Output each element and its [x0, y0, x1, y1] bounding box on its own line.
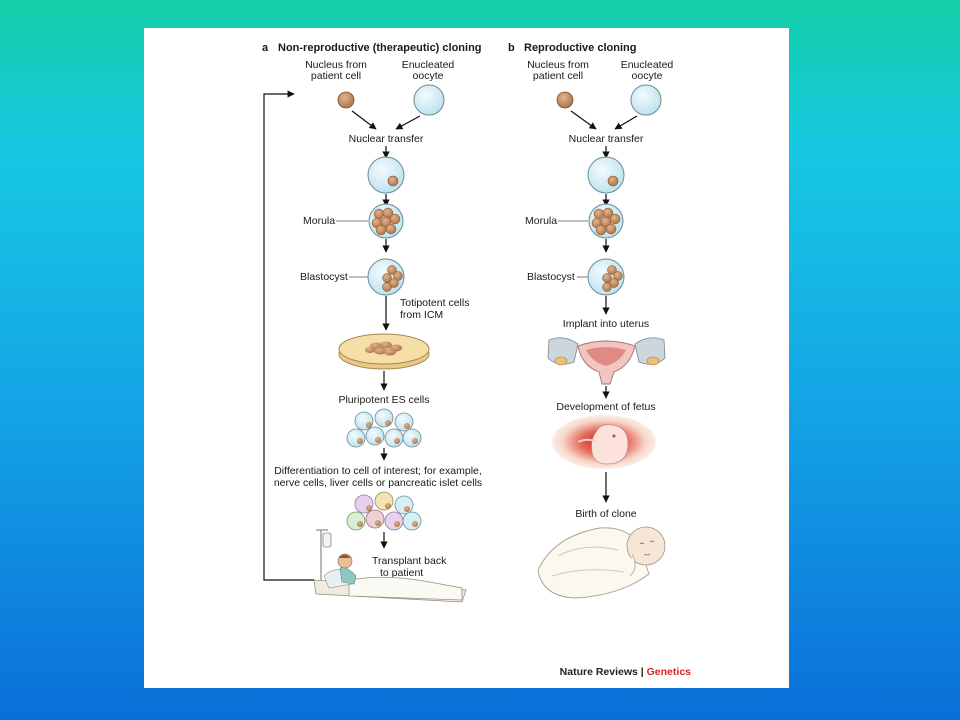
morula-icon	[588, 203, 624, 239]
panel-a-oocyte-label-1: Enucleated	[402, 59, 455, 71]
panel-b-nucleus-label-2: patient cell	[533, 70, 583, 82]
panel-a-nucleus-label-1: Nucleus from	[305, 59, 367, 71]
panel-a-differentiation-2: nerve cells, liver cells or pancreatic i…	[274, 477, 482, 489]
nuclear-transfer-cell-icon	[367, 156, 405, 194]
panel-a-totipotent-2: from ICM	[400, 309, 443, 321]
blastocyst-icon	[367, 258, 405, 296]
patient-in-bed-icon	[313, 529, 467, 603]
panel-b-implant: Implant into uterus	[563, 318, 649, 330]
oocyte-icon	[413, 84, 445, 116]
credit-section: Genetics	[647, 666, 692, 678]
panel-b-oocyte-label-2: oocyte	[632, 70, 663, 82]
figure-credit: Nature Reviews | Genetics	[560, 666, 691, 678]
culture-dish-icon	[338, 333, 430, 370]
panel-b-letter: b	[508, 42, 515, 54]
nuclear-transfer-cell-icon	[587, 156, 625, 194]
panel-b-birth: Birth of clone	[575, 508, 636, 520]
panel-a-title: Non-reproductive (therapeutic) cloning	[278, 42, 482, 54]
panel-a-oocyte-label-2: oocyte	[413, 70, 444, 82]
figure-panel: a Non-reproductive (therapeutic) cloning…	[144, 28, 789, 688]
panel-b-nuclear-transfer: Nuclear transfer	[569, 133, 644, 145]
nucleus-cell-icon	[337, 91, 355, 109]
panel-b-development: Development of fetus	[556, 401, 655, 413]
panel-a-transplant-1: Transplant back	[372, 555, 447, 567]
panel-a: a Non-reproductive (therapeutic) cloning…	[262, 42, 482, 603]
panel-b: b Reproductive cloning Nucleus from pati…	[508, 42, 674, 599]
panel-a-pluripotent: Pluripotent ES cells	[338, 394, 429, 406]
panel-a-morula: Morula	[303, 215, 335, 227]
fetus-icon	[552, 415, 656, 469]
panel-b-nucleus-label-1: Nucleus from	[527, 59, 589, 71]
credit-text: Nature Reviews | Genetics	[560, 666, 691, 678]
panel-b-blastocyst: Blastocyst	[527, 271, 575, 283]
morula-icon	[368, 203, 404, 239]
panel-a-transplant-2: to patient	[380, 567, 423, 579]
credit-journal: Nature Reviews	[560, 666, 638, 678]
panel-a-totipotent-1: Totipotent cells	[400, 297, 469, 309]
differentiated-cell-cluster-icon	[346, 491, 422, 531]
panel-a-differentiation-1: Differentiation to cell of interest; for…	[274, 465, 482, 477]
uterus-icon	[547, 337, 666, 385]
panel-a-blastocyst: Blastocyst	[300, 271, 348, 283]
panel-a-letter: a	[262, 42, 269, 54]
panel-a-nuclear-transfer: Nuclear transfer	[349, 133, 424, 145]
panel-a-nucleus-label-2: patient cell	[311, 70, 361, 82]
nucleus-cell-icon	[556, 91, 574, 109]
panel-b-title: Reproductive cloning	[524, 42, 636, 54]
es-cell-cluster-icon	[346, 408, 422, 448]
credit-separator: |	[638, 666, 647, 678]
baby-icon	[537, 526, 666, 599]
oocyte-icon	[630, 84, 662, 116]
panel-b-oocyte-label-1: Enucleated	[621, 59, 674, 71]
panel-b-morula: Morula	[525, 215, 557, 227]
blastocyst-icon	[587, 258, 625, 296]
cloning-diagram: a Non-reproductive (therapeutic) cloning…	[262, 42, 691, 678]
